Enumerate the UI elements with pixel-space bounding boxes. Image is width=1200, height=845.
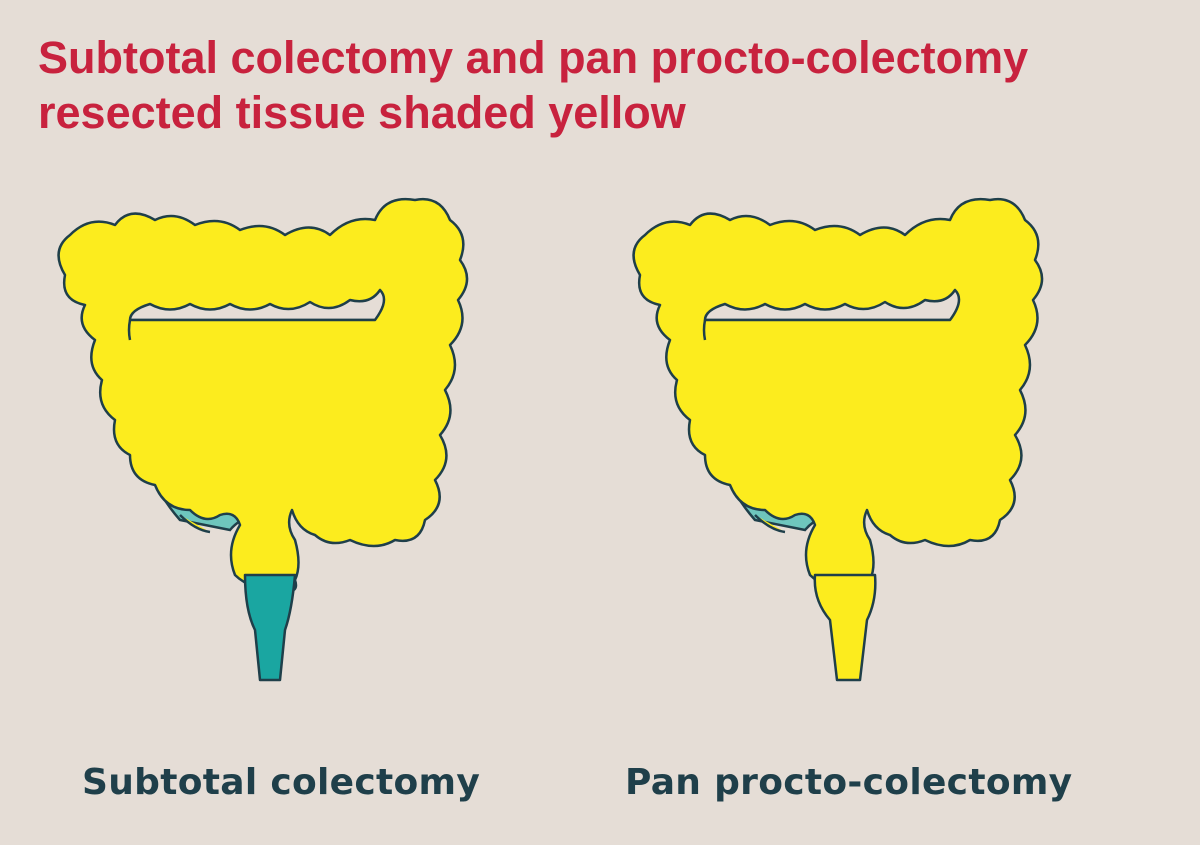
title-line-2: resected tissue shaded yellow bbox=[38, 87, 686, 138]
caption-pan-procto-colectomy: Pan procto-colectomy bbox=[625, 762, 1073, 803]
colon-inner-edge bbox=[702, 319, 707, 341]
appendix-detail bbox=[754, 514, 786, 534]
colon-inner-edge bbox=[127, 319, 132, 341]
subtotal-colectomy-illustration bbox=[57, 197, 469, 682]
caption-subtotal-colectomy: Subtotal colectomy bbox=[82, 762, 481, 803]
appendix-detail bbox=[179, 514, 211, 534]
rectum-resected bbox=[813, 573, 877, 682]
colon-resected bbox=[632, 197, 1044, 593]
title-line-1: Subtotal colectomy and pan procto-colect… bbox=[38, 32, 1029, 83]
subtotal-colectomy-diagram bbox=[30, 180, 490, 700]
rectum-remaining bbox=[243, 573, 297, 682]
page-title: Subtotal colectomy and pan procto-colect… bbox=[38, 30, 1178, 140]
pan-procto-colectomy-diagram bbox=[605, 180, 1065, 700]
pan-procto-colectomy-illustration bbox=[632, 197, 1044, 682]
colon-resected bbox=[57, 197, 469, 593]
